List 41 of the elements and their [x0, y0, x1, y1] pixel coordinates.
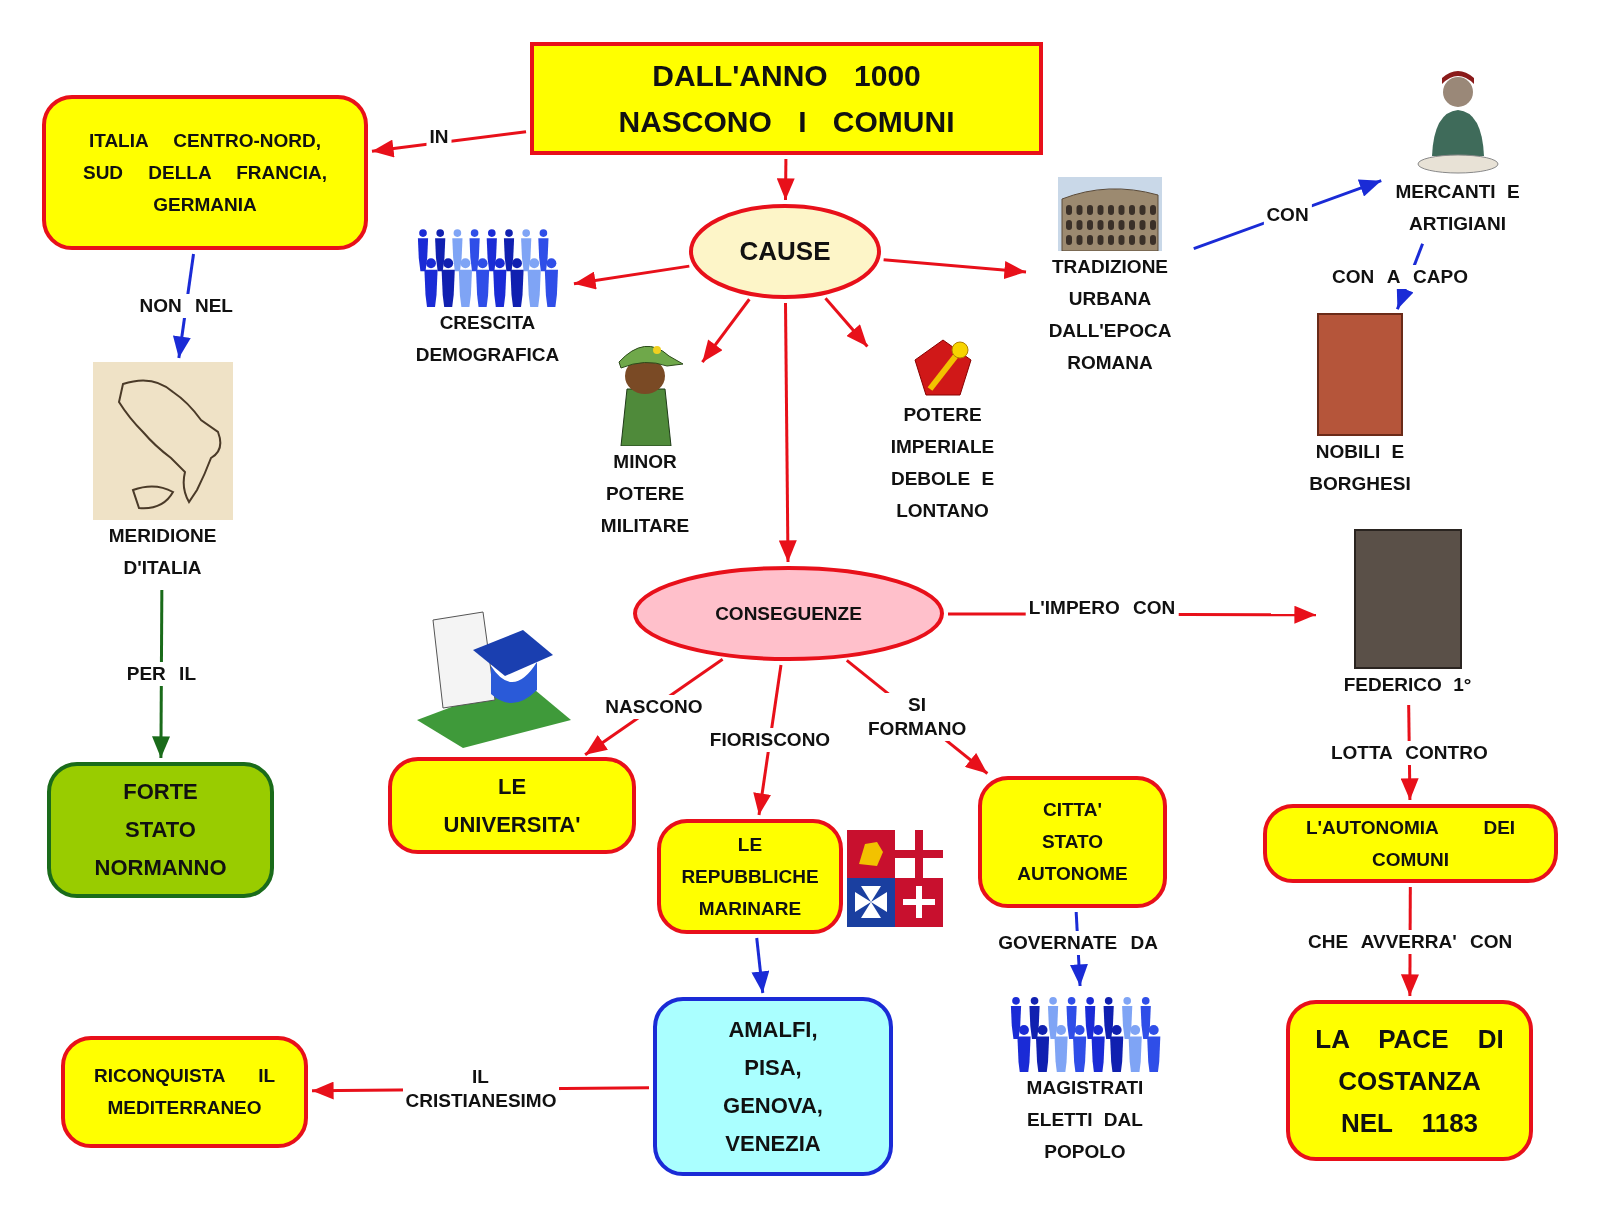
box-text: AMALFI, PISA, GENOVA, VENEZIA: [722, 1015, 824, 1158]
caption-text: MERCANTI E ARTIGIANI: [1394, 180, 1521, 236]
box-text: RICONQUISTA IL MEDITERRANEO: [92, 1064, 277, 1120]
edge-label: CON A CAPO: [1329, 264, 1471, 289]
oval-text: CONSEGUENZE: [715, 602, 862, 625]
arrow: [573, 264, 690, 290]
rounded-box: [657, 819, 843, 934]
rounded-box: [47, 762, 274, 898]
arrow: [152, 590, 171, 758]
box-text: LE REPUBBLICHE MARINARE: [680, 832, 820, 921]
arrow: [778, 303, 797, 562]
caption-text: MAGISTRATI ELETTI DAL POPOLO: [1025, 1076, 1145, 1164]
rounded-box: [978, 776, 1167, 908]
oval-text: CAUSE: [739, 236, 831, 267]
box-text: ITALIA CENTRO-NORD, SUD DELLA FRANCIA, GERMANIA: [81, 128, 329, 217]
box-text: L'AUTONOMIA DEI COMUNI: [1304, 815, 1517, 872]
title-text: DALL'ANNO 1000 NASCONO I COMUNI: [617, 57, 956, 140]
rounded-box: [388, 757, 636, 854]
rounded-box: [42, 95, 368, 250]
box-text: CITTA' STATO AUTONOME: [1016, 798, 1129, 886]
caption-text: TRADIZIONE URBANA DALL'EPOCA ROMANA: [1047, 255, 1173, 375]
edge-label: CON: [1263, 202, 1312, 227]
caption-text: MINOR POTERE MILITARE: [599, 450, 691, 538]
caption-text: NOBILI E BORGHESI: [1308, 440, 1412, 496]
box-text: LA PACE DI COSTANZA NEL 1183: [1314, 1022, 1505, 1140]
caption-text: MERIDIONE D'ITALIA: [107, 524, 218, 580]
rounded-box: [1263, 804, 1558, 883]
box-text: LE UNIVERSITA': [442, 772, 582, 839]
arrow: [824, 297, 869, 348]
caption-text: CRESCITA DEMOGRAFICA: [414, 311, 561, 367]
title-box: [530, 42, 1043, 155]
caption-text: POTERE IMPERIALE DEBOLE E LONTANO: [889, 403, 996, 523]
rounded-box: [653, 997, 893, 1176]
box-text: FORTE STATO NORMANNO: [93, 778, 228, 882]
caption-text: FEDERICO 1°: [1342, 673, 1473, 697]
rounded-box: [1286, 1000, 1533, 1161]
arrow: [701, 298, 751, 364]
arrow: [776, 159, 795, 200]
arrow: [751, 937, 770, 994]
arrow: [883, 258, 1027, 280]
rounded-box: [61, 1036, 308, 1148]
